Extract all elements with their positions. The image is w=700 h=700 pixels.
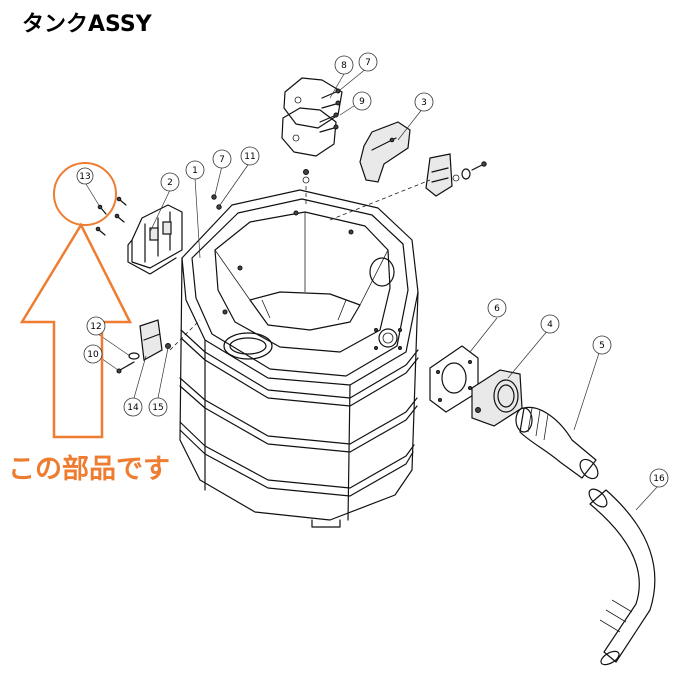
callout: 7 (358, 52, 378, 72)
callout-label: 13 (79, 172, 90, 182)
part-3-hook (359, 121, 411, 183)
part-8-plates (281, 77, 343, 184)
callout: 11 (240, 146, 260, 166)
callout: 7 (212, 149, 232, 169)
diagram-title: タンクASSY (22, 12, 152, 37)
callout: 12 (86, 316, 106, 336)
highlight-arrow (19, 222, 133, 439)
callout: 14 (123, 397, 143, 417)
callout-label: 7 (365, 58, 371, 68)
part-5-hose (515, 406, 599, 480)
part-6-gasket (429, 345, 479, 413)
callout: 10 (83, 344, 103, 364)
callout: 4 (540, 314, 560, 334)
tank-body (179, 189, 419, 528)
leader-lines (85, 67, 659, 511)
highlight-annotation: この部品です (8, 454, 170, 485)
callout-label: 3 (421, 98, 427, 108)
part-16-hose (588, 488, 656, 666)
callout-label: 15 (152, 403, 163, 413)
callout-label: 6 (494, 304, 500, 314)
part-cap (425, 153, 487, 197)
callout-label: 12 (90, 322, 101, 332)
callout-label: 4 (547, 320, 553, 330)
part-2-bracket (127, 204, 183, 275)
part-13-screws (95, 196, 127, 236)
callout: 1 (185, 160, 205, 180)
callout: 3 (414, 92, 434, 112)
callout: 6 (487, 298, 507, 318)
callout-label: 7 (219, 155, 225, 165)
assembly-lines (169, 179, 431, 351)
callout-label: 11 (244, 152, 255, 162)
callout-label: 8 (341, 61, 347, 71)
callout: 8 (334, 55, 354, 75)
callout: 16 (649, 468, 669, 488)
callout-label: 16 (653, 474, 665, 484)
part-11-bolts (211, 194, 222, 210)
callout: 15 (148, 397, 168, 417)
callout-label: 2 (167, 178, 173, 188)
callout: 9 (352, 91, 372, 111)
callout-label: 5 (599, 341, 605, 351)
highlight-circle (53, 162, 117, 226)
callout: 5 (592, 335, 612, 355)
part-4-outlet (471, 369, 523, 427)
callout-label: 14 (127, 403, 139, 413)
callout-highlighted: 13 (76, 167, 94, 185)
callout-label: 1 (192, 166, 198, 176)
callout-label: 9 (359, 97, 365, 107)
part-14-latch (116, 319, 171, 374)
callout: 2 (160, 172, 180, 192)
callout-label: 10 (87, 350, 99, 360)
